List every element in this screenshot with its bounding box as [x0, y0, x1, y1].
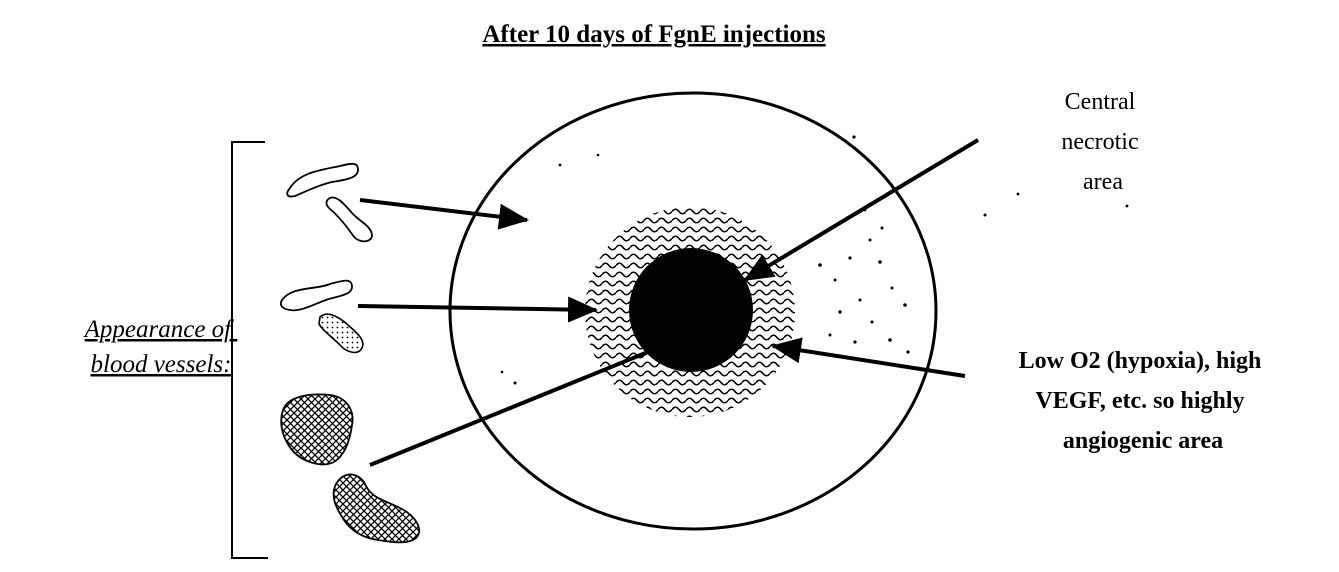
hypoxia-label-line1: Low O2 (hypoxia), high: [1019, 348, 1262, 374]
hypoxia-label-line3: angiogenic area: [1063, 428, 1223, 454]
vessel-partial-2a: [281, 281, 352, 311]
hypoxia-label-line2: VEGF, etc. so highly: [1035, 388, 1244, 414]
vessels-label-line1: Appearance of: [83, 316, 235, 343]
necrotic-label-line2: necrotic: [1061, 129, 1138, 155]
vessel-normal-1b: [326, 197, 372, 241]
necrotic-label-line3: area: [1083, 169, 1123, 195]
necrotic-label-line1: Central: [1065, 89, 1136, 115]
vessel-abnormal-3a: [281, 394, 352, 464]
diagram-title: After 10 days of FgnE injections: [482, 21, 826, 48]
necrotic-label: Central necrotic area: [1061, 89, 1144, 195]
vessel-abnormal-3b: [334, 474, 420, 542]
vessels-bracket: [232, 142, 268, 558]
vessel-normal-1a: [287, 164, 358, 197]
vessels-label: Appearance of blood vessels:: [83, 316, 238, 378]
vessel-partial-2b: [319, 314, 363, 352]
vessels-label-line2: blood vessels:: [91, 351, 232, 378]
hypoxia-label: Low O2 (hypoxia), high VEGF, etc. so hig…: [1019, 348, 1268, 454]
